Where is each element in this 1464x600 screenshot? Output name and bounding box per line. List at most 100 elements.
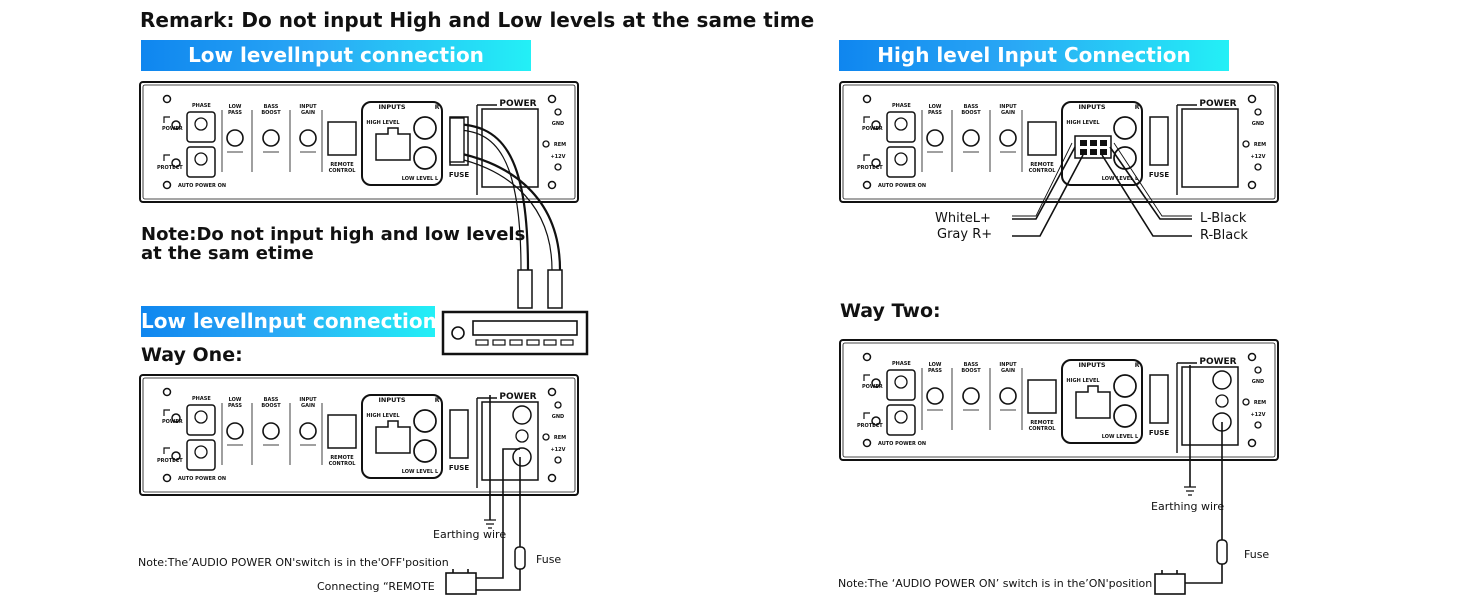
rca-jack-right [413, 409, 437, 433]
rca-jack-right [1113, 116, 1137, 140]
power-bracket [1176, 104, 1197, 195]
control-knob [926, 129, 944, 147]
mounting-hole [862, 94, 872, 104]
control-knob [962, 387, 980, 405]
input-r-label: R [435, 104, 440, 111]
phase-switch [186, 111, 216, 143]
battery-terminals-right [1161, 570, 1178, 574]
power-block-label: POWER [1199, 357, 1236, 367]
rem-label: REM [1254, 400, 1266, 406]
phase-switch [186, 404, 216, 436]
power-label: POWER [162, 126, 183, 132]
white-wire-2 [1012, 142, 1073, 217]
head-unit-button [526, 339, 540, 346]
plus12v-dot [1254, 421, 1262, 429]
panel-dividers [221, 403, 323, 465]
inputs-block [361, 394, 443, 479]
connector-pin [1090, 149, 1097, 155]
auto-power-on-label: AUTO POWER ON [178, 183, 226, 189]
rca-jack-right [413, 116, 437, 140]
auto-power-switch [186, 439, 216, 471]
connector-pin [1090, 140, 1097, 146]
protect-led [871, 158, 881, 168]
control-knob [299, 422, 317, 440]
inputs-label: INPUTS [378, 396, 405, 404]
fuse-panel-label: FUSE [1149, 429, 1170, 437]
remote-control-port [1027, 379, 1057, 414]
gnd-dot [1254, 108, 1262, 116]
gnd-label: GND [552, 121, 564, 127]
rca-cable-right-outer [451, 122, 530, 271]
auto-power-switch-knob [894, 410, 908, 424]
fuse-panel-label: FUSE [449, 171, 470, 179]
note-audio-power-on: Note:The ‘AUDIO POWER ON’ switch is in t… [838, 577, 1153, 590]
connector-pin [1100, 149, 1107, 155]
gray-wire [1012, 154, 1084, 237]
rca-jack-left [413, 439, 437, 463]
low-level-label: LOW LEVEL L [402, 469, 439, 475]
auto-power-switch-knob [894, 152, 908, 166]
power-bracket [476, 104, 497, 195]
remote-control-port [1027, 121, 1057, 156]
amp-inner-outline [142, 377, 576, 493]
banner-low-level-top: Low levellnput connection [141, 40, 531, 71]
plus12v-label: +12V [1250, 154, 1265, 160]
protect-label: PROTECT [157, 165, 183, 171]
way-two-heading: Way Two: [840, 300, 941, 322]
mounting-hole [1247, 352, 1257, 362]
power-label: POWER [162, 419, 183, 425]
remote-control-label-2: CONTROL [329, 168, 357, 174]
control-knob [262, 422, 280, 440]
head-unit-button [475, 339, 489, 346]
auto-power-on-label: AUTO POWER ON [178, 476, 226, 482]
control-knob [962, 129, 980, 147]
auto-power-switch [186, 146, 216, 178]
battery-terminals-left [452, 569, 469, 573]
knob-label-bottom: GAIN [301, 403, 315, 409]
rem-label: REM [554, 142, 566, 148]
head-unit-button [560, 339, 574, 346]
rca-plug-block [449, 117, 465, 163]
knob-label-top: LOW [229, 397, 242, 403]
rem-label: REM [1254, 142, 1266, 148]
fuse-symbol-right [1216, 539, 1228, 565]
phase-switch [886, 369, 916, 401]
remote-control-label-1: REMOTE [330, 162, 354, 168]
knob-label-top: BASS [264, 104, 279, 110]
phase-label: PHASE [192, 396, 211, 402]
knob-label-bottom: PASS [228, 403, 242, 409]
battery-right [1154, 573, 1186, 595]
input-r-label: R [1135, 362, 1140, 369]
rca-cable-left-inner [454, 157, 553, 271]
fuse-label-right: Fuse [1244, 548, 1270, 561]
white-wire [1012, 146, 1076, 220]
control-knob [262, 129, 280, 147]
inputs-block [1061, 101, 1143, 186]
knob-label-top: LOW [229, 104, 242, 110]
remote-control-label-2: CONTROL [329, 461, 357, 467]
head-unit-knob [451, 326, 465, 340]
amp-outline [839, 339, 1279, 461]
plus12v-label: +12V [550, 154, 565, 160]
terminal-rem [515, 429, 529, 443]
protect-led-bracket [163, 447, 170, 454]
phase-label: PHASE [192, 103, 211, 109]
knob-label-bottom: GAIN [301, 110, 315, 116]
rem-dot [1242, 398, 1250, 406]
rem-dot [542, 433, 550, 441]
high-level-connector [1075, 385, 1111, 419]
gnd-label: GND [1252, 121, 1264, 127]
low-level-note-line1: Note:Do not input high and low levels [141, 224, 526, 245]
knob-label-top: BASS [264, 397, 279, 403]
amp-outline [839, 81, 1279, 203]
power-led-bracket [863, 116, 870, 123]
l-black-wire [1109, 146, 1192, 220]
low-level-label: LOW LEVEL L [1102, 434, 1139, 440]
knob-label-top: INPUT [999, 104, 1017, 110]
inputs-block [361, 101, 443, 186]
earthing-wire-label-right: Earthing wire [1151, 500, 1225, 513]
mounting-hole [162, 387, 172, 397]
terminal-gnd [1212, 370, 1232, 390]
auto-power-on-label: AUTO POWER ON [878, 441, 926, 447]
control-knob [999, 387, 1017, 405]
